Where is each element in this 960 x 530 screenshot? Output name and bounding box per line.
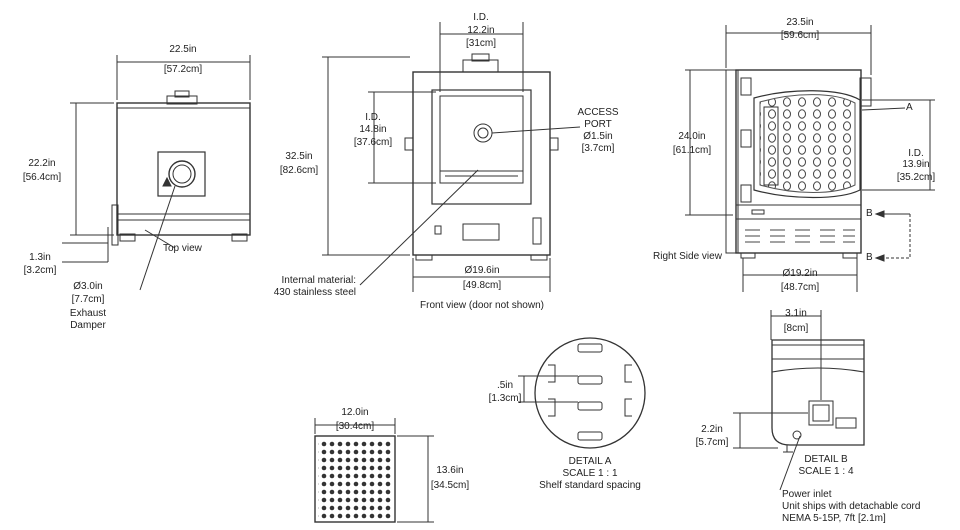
access-port-dia-cm: [3.7cm] xyxy=(581,143,615,154)
detail-a-title: DETAIL A xyxy=(568,456,612,467)
detail-b-width-cm: [8cm] xyxy=(783,323,809,334)
front-width-in: Ø19.6in xyxy=(464,265,500,276)
detail-a-drawing xyxy=(518,337,646,449)
access-port-label-1: ACCESS xyxy=(577,107,619,118)
detail-a-scale: SCALE 1 : 1 xyxy=(562,468,618,479)
top-width-cm: [57.2cm] xyxy=(163,64,203,75)
side-width-cm: [59.6cm] xyxy=(780,30,820,41)
detail-b-width-in: 3.1in xyxy=(785,308,807,319)
top-width-in: 22.5in xyxy=(169,44,197,55)
front-id-height-in: 14.8in xyxy=(359,124,387,135)
detail-b-height-cm: [5.7cm] xyxy=(695,437,729,448)
front-id-height-cm: [37.6cm] xyxy=(353,137,393,148)
detail-b-height-in: 2.2in xyxy=(701,424,723,435)
side-id-in: 13.9in xyxy=(902,159,930,170)
top-foot-cm: [3.2cm] xyxy=(23,265,57,276)
power-inlet-note-2: Unit ships with detachable cord xyxy=(782,501,921,512)
front-view-title: Front view (door not shown) xyxy=(420,300,544,311)
side-view-title: Right Side view xyxy=(653,251,722,262)
shelf-width-cm: [30.4cm] xyxy=(335,421,375,432)
callout-a: A xyxy=(906,102,913,113)
side-view-drawing xyxy=(685,25,935,292)
front-height-in: 32.5in xyxy=(285,151,313,162)
front-id-width-cm: [31cm] xyxy=(465,38,497,49)
access-port-label-2: PORT xyxy=(584,119,612,130)
damper-label-2: Damper xyxy=(70,320,106,331)
power-inlet-note-1: Power inlet xyxy=(782,489,832,500)
shelf-drawing xyxy=(314,418,434,523)
damper-dia-cm: [7.7cm] xyxy=(71,294,105,305)
front-height-cm: [82.6cm] xyxy=(279,165,319,176)
damper-label-1: Exhaust xyxy=(69,308,107,319)
detail-a-spacing-in: .5in xyxy=(496,380,514,391)
side-id-cm: [35.2cm] xyxy=(896,172,936,183)
detail-a-caption: Shelf standard spacing xyxy=(539,480,641,491)
detail-b-drawing xyxy=(733,310,865,491)
shelf-height-in: 13.6in xyxy=(436,465,464,476)
side-foot-in: Ø19.2in xyxy=(782,268,818,279)
side-foot-cm: [48.7cm] xyxy=(780,282,820,293)
detail-a-spacing-cm: [1.3cm] xyxy=(488,393,522,404)
front-view-drawing xyxy=(322,22,581,292)
callout-b-top: B xyxy=(866,208,873,219)
side-id-label: I.D. xyxy=(908,148,924,159)
damper-dia-in: Ø3.0in xyxy=(73,281,103,292)
front-id-label: I.D. xyxy=(473,12,489,23)
top-view-drawing xyxy=(62,55,251,291)
callout-b-bottom: B xyxy=(866,252,873,263)
top-height-in: 22.2in xyxy=(28,158,56,169)
material-label-1: Internal material: xyxy=(281,275,356,286)
top-view-title: Top view xyxy=(163,243,202,254)
detail-b-title: DETAIL B xyxy=(804,454,848,465)
power-inlet-note-3: NEMA 5-15P, 7ft [2.1m] xyxy=(782,513,886,524)
side-height-in: 24.0in xyxy=(678,131,706,142)
side-width-in: 23.5in xyxy=(786,17,814,28)
shelf-width-in: 12.0in xyxy=(341,407,369,418)
detail-b-scale: SCALE 1 : 4 xyxy=(798,466,854,477)
side-height-cm: [61.1cm] xyxy=(672,145,712,156)
top-height-cm: [56.4cm] xyxy=(22,172,62,183)
top-foot-in: 1.3in xyxy=(29,252,51,263)
front-id-width-in: 12.2in xyxy=(467,25,495,36)
access-port-dia-in: Ø1.5in xyxy=(583,131,613,142)
front-width-cm: [49.8cm] xyxy=(462,280,502,291)
shelf-height-cm: [34.5cm] xyxy=(430,480,470,491)
material-label-2: 430 stainless steel xyxy=(273,287,356,298)
front-id-height-label: I.D. xyxy=(365,112,381,123)
